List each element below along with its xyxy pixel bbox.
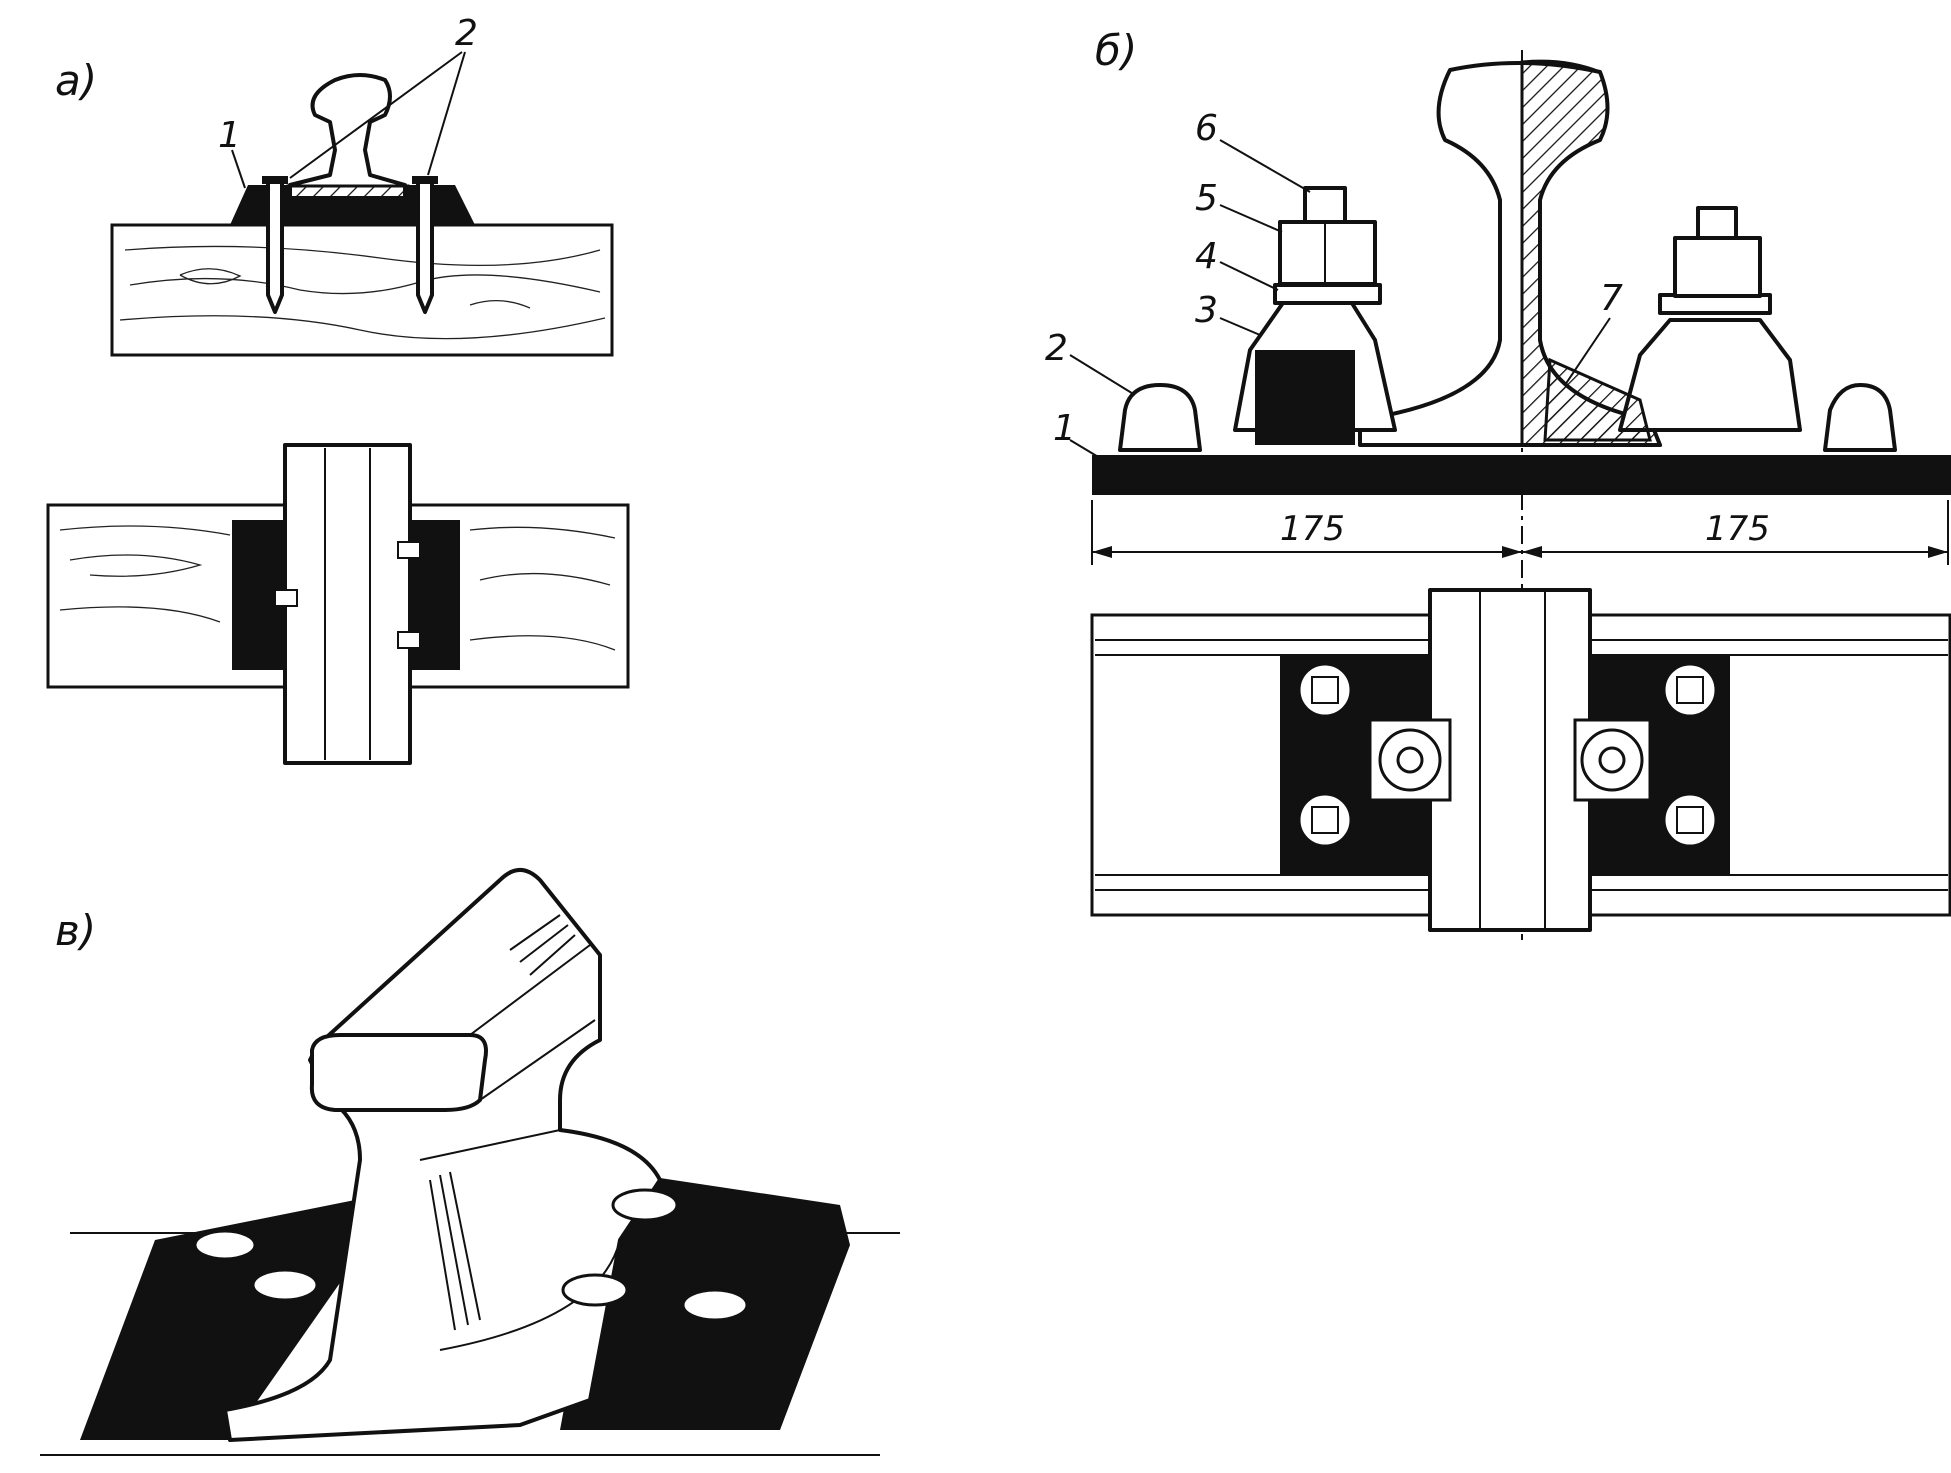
panel-b-label: б) xyxy=(1095,26,1137,75)
label-b-6: 6 xyxy=(1195,108,1218,149)
panel-a-label: а) xyxy=(55,56,97,105)
wood-grain xyxy=(119,245,606,340)
leader-b-2 xyxy=(1069,354,1136,396)
rail-plan xyxy=(283,443,412,765)
leader-b-1 xyxy=(1069,439,1101,459)
bolt-6 xyxy=(1303,186,1347,224)
panel-a-plan xyxy=(46,443,630,765)
label-b-4: 4 xyxy=(1195,236,1218,277)
spike-right xyxy=(416,180,434,314)
washer-4 xyxy=(1273,283,1382,305)
bolt-2-left xyxy=(1118,383,1202,452)
label-b-3: 3 xyxy=(1195,290,1218,331)
label-2: 2 xyxy=(455,13,478,54)
panel-b-section: 1 2 3 4 5 6 7 175 175 xyxy=(1045,50,1951,940)
panel-b: б) 1 2 xyxy=(1045,26,1951,940)
wood-grain-plan xyxy=(59,525,616,651)
panel-a-section: 1 2 xyxy=(110,13,614,357)
panel-b-plan xyxy=(1090,588,1951,932)
clamp-right xyxy=(1618,318,1802,432)
rail-plan-b xyxy=(1428,588,1592,932)
rail-shading xyxy=(429,914,576,1331)
plan-bolts xyxy=(1297,662,1718,848)
clamp-insert xyxy=(1255,350,1355,445)
label-1: 1 xyxy=(218,115,241,156)
spike-heads-3d xyxy=(193,1188,749,1322)
spike-left xyxy=(266,180,284,314)
dimension-left: 175 xyxy=(1280,509,1345,549)
label-b-7: 7 xyxy=(1600,278,1623,319)
leader-1 xyxy=(231,149,246,189)
nut-right xyxy=(1673,236,1762,298)
spike-plan-2 xyxy=(397,541,421,559)
leader-b-4 xyxy=(1219,261,1279,291)
tie-plate-left-3d xyxy=(80,1200,370,1440)
spike-plan-1 xyxy=(274,589,298,607)
label-b-1: 1 xyxy=(1053,408,1076,449)
bolt-2-right xyxy=(1823,383,1897,452)
rail-head-edges xyxy=(469,944,596,1101)
nut-5 xyxy=(1278,220,1377,286)
label-b-5: 5 xyxy=(1195,178,1218,219)
dimension-right: 175 xyxy=(1705,509,1770,549)
panel-c-label: в) xyxy=(55,906,96,955)
bolt-right xyxy=(1696,206,1738,240)
spike-head-left xyxy=(262,176,288,184)
leader-b-5 xyxy=(1219,204,1283,233)
panel-a: а) 1 2 xyxy=(46,13,630,765)
label-b-2: 2 xyxy=(1045,328,1068,369)
leader-b-3 xyxy=(1219,317,1261,336)
leader-2 xyxy=(289,51,466,179)
wooden-sleeper-section xyxy=(110,223,614,357)
rail-foot-hatch xyxy=(286,184,410,200)
spike-plan-3 xyxy=(397,631,421,649)
panel-c: в) xyxy=(40,868,900,1456)
wedge-7 xyxy=(1543,357,1652,442)
spike-head-right xyxy=(412,176,438,184)
leader-b-7 xyxy=(1564,317,1611,386)
rail-head-end xyxy=(309,1033,488,1112)
leader-b-6 xyxy=(1219,139,1311,193)
